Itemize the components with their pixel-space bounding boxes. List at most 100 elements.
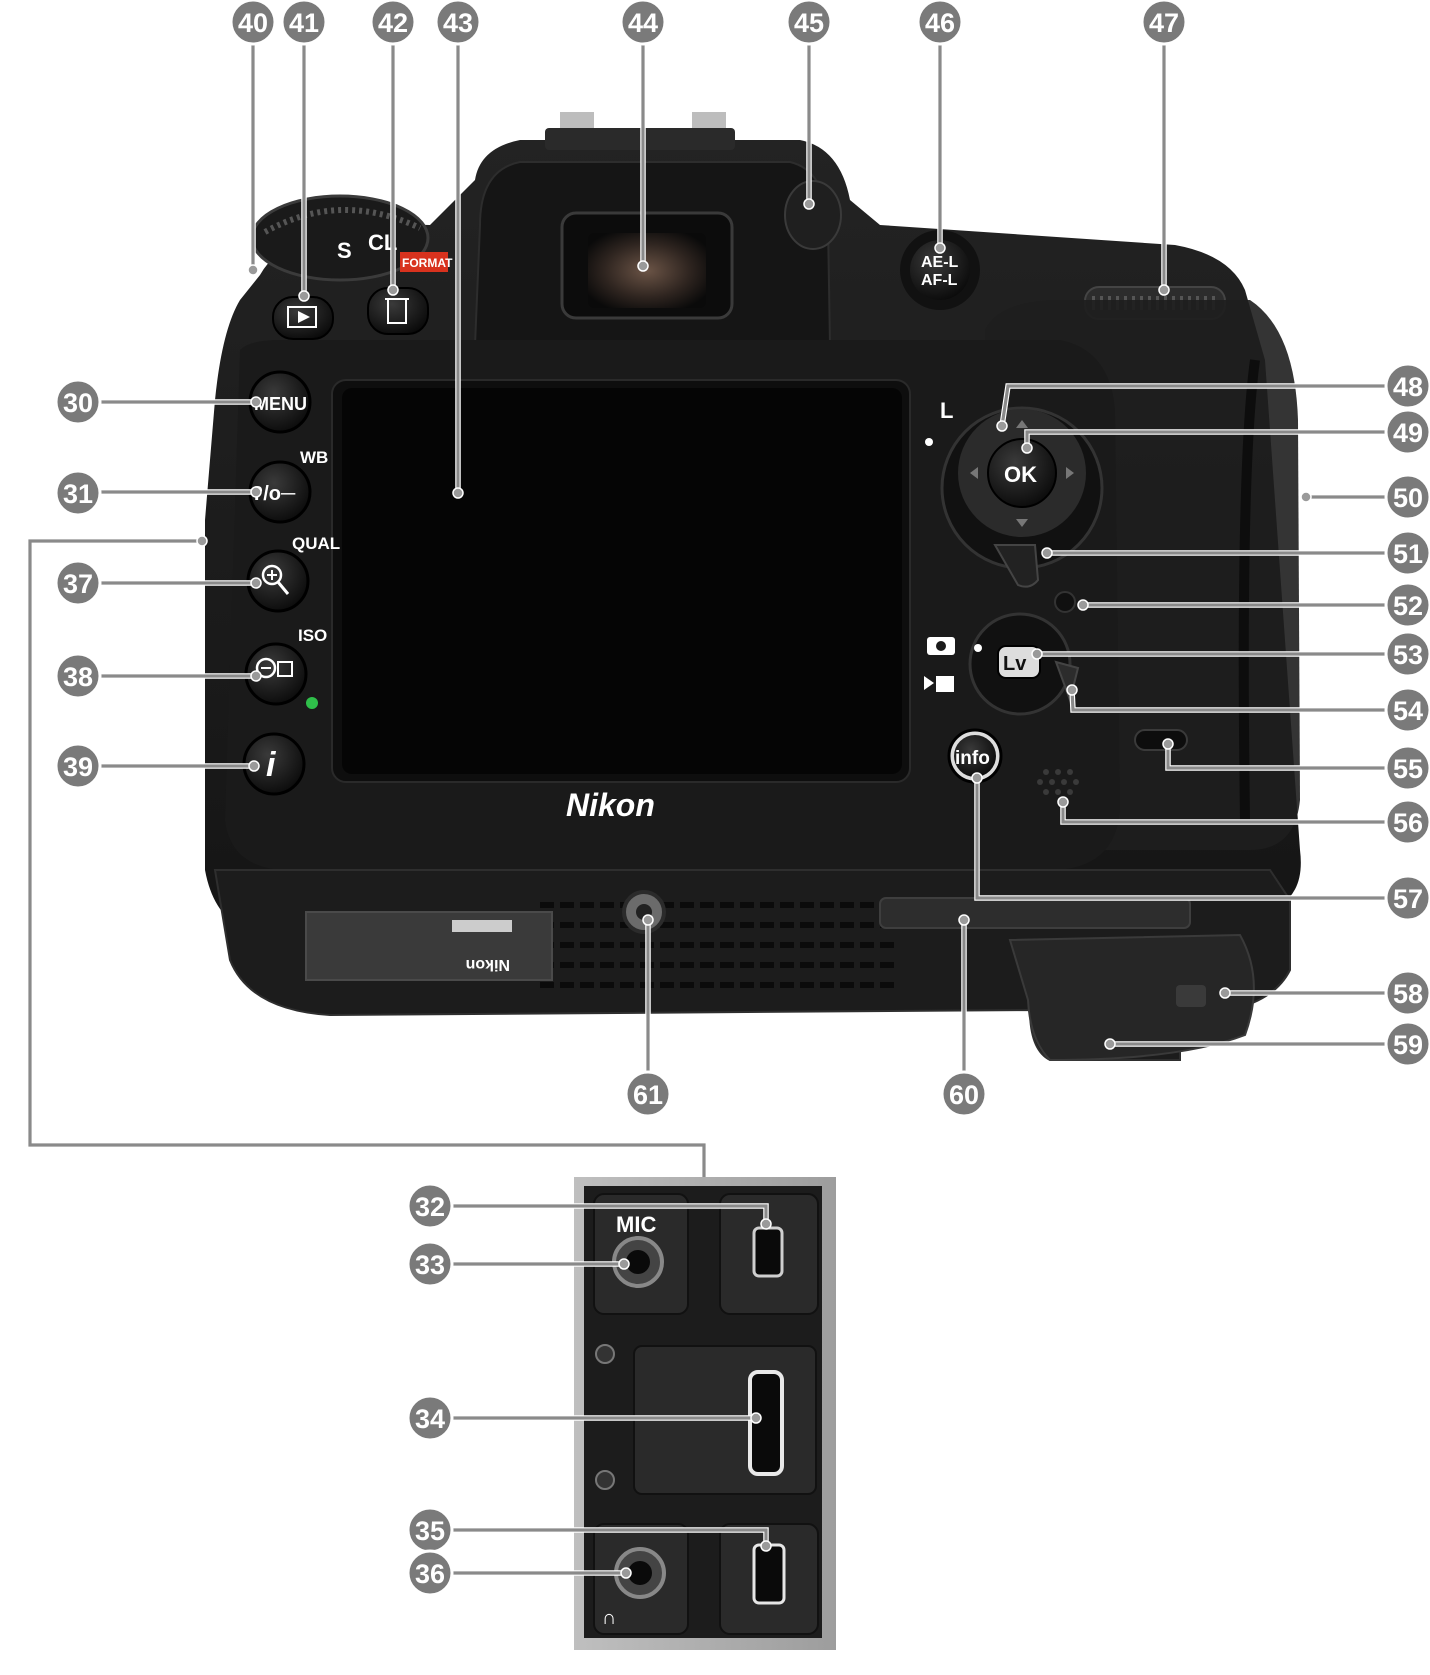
callout-43: 43	[434, 0, 482, 46]
lv-button-label: Lv	[1003, 653, 1027, 675]
help-protect-button: ?/o─ WB	[248, 448, 328, 524]
callout-37-label: 37	[63, 569, 93, 599]
callout-31: 31	[54, 469, 102, 517]
usb-connector	[752, 1543, 786, 1605]
callout-50-label: 50	[1393, 483, 1423, 513]
callout-30: 30	[54, 378, 102, 426]
callout-32-label: 32	[415, 1192, 445, 1222]
info-button: info	[947, 728, 1003, 784]
callout-33-label: 33	[415, 1250, 445, 1280]
callout-44-label: 44	[628, 8, 658, 38]
callout-60: 60	[940, 1070, 988, 1118]
battery-chamber-cover	[1008, 933, 1255, 1062]
callout-42-label: 42	[378, 8, 408, 38]
access-lamp	[306, 697, 318, 709]
hot-shoe-pin-left	[560, 112, 594, 128]
callout-49: 49	[1384, 408, 1430, 456]
callout-34: 34	[406, 1394, 454, 1442]
callout-30-label: 30	[63, 388, 93, 418]
callout-44: 44	[619, 0, 667, 46]
playback-button	[272, 296, 334, 340]
callout-41: 41	[280, 0, 328, 46]
memory-card-access-lamp	[1054, 591, 1076, 613]
multi-selector: OK L	[925, 398, 1104, 613]
callout-35: 35	[406, 1506, 454, 1554]
callout-51-label: 51	[1393, 539, 1423, 569]
callout-61-label: 61	[633, 1080, 663, 1110]
accessory-terminal	[752, 1226, 784, 1278]
ae-af-lock-button-face	[910, 240, 970, 300]
callout-48-label: 48	[1393, 372, 1423, 402]
callout-56-label: 56	[1393, 808, 1423, 838]
callout-45-label: 45	[794, 8, 824, 38]
callout-49-label: 49	[1393, 418, 1423, 448]
callout-59: 59	[1384, 1020, 1430, 1068]
speaker	[1037, 769, 1079, 795]
callout-48: 48	[1384, 362, 1430, 410]
callout-58-label: 58	[1393, 979, 1423, 1009]
callout-53: 53	[1384, 630, 1430, 678]
callouts: 30 31 37 38 39 40 41 42 43 44 45 46 47 4…	[54, 0, 1430, 1597]
headphone-icon: ∩	[602, 1607, 616, 1629]
battery-info-label	[305, 911, 553, 981]
callout-36-label: 36	[415, 1559, 445, 1589]
callout-55: 55	[1384, 744, 1430, 792]
callout-38: 38	[54, 652, 102, 700]
zoom-in-button: QUAL	[246, 534, 340, 613]
focus-lock-l-label: L	[940, 398, 953, 423]
bottom-nikon-text: Nikon	[466, 956, 510, 973]
callout-46-label: 46	[925, 8, 955, 38]
callout-54-label: 54	[1393, 696, 1423, 726]
focus-selector-lock	[993, 544, 1040, 588]
infrared-receiver	[1134, 729, 1188, 751]
battery-cover-latch	[1176, 985, 1206, 1007]
leader-dots	[196, 198, 1312, 1579]
camera-body: S CL FORMAT AE-L AF-L Nikon MENU	[205, 112, 1301, 1062]
callout-45: 45	[785, 0, 833, 46]
hdmi-connector	[748, 1370, 784, 1476]
callout-52-label: 52	[1393, 591, 1423, 621]
hot-shoe	[545, 128, 735, 150]
info-button-label: info	[955, 748, 990, 769]
movie-mode-icon	[936, 676, 954, 692]
i-button-label: i	[266, 746, 277, 784]
callout-52: 52	[1384, 581, 1430, 629]
callout-53-label: 53	[1393, 640, 1423, 670]
ok-button-label: OK	[1004, 462, 1037, 487]
callout-46: 46	[916, 0, 964, 46]
bottom-vent-grid	[540, 902, 900, 988]
callout-35-label: 35	[415, 1516, 445, 1546]
leader-lines	[27, 22, 1408, 1576]
callout-42: 42	[369, 0, 417, 46]
qual-label: QUAL	[292, 534, 340, 553]
callout-36: 36	[406, 1549, 454, 1597]
connector-inset: MIC ∩	[574, 1177, 836, 1650]
lcd-monitor	[342, 388, 902, 774]
zoom-out-thumbnail-button: ISO	[244, 626, 327, 709]
menu-button: MENU	[248, 370, 312, 434]
grip-edge	[1238, 359, 1260, 821]
format-label-bg	[400, 252, 448, 272]
viewfinder-eyepiece	[588, 233, 706, 308]
callout-57-label: 57	[1393, 884, 1423, 914]
ael-label: AE-L	[921, 254, 959, 271]
diopter-control	[784, 180, 842, 250]
battery-label-strip	[452, 920, 512, 932]
callout-57: 57	[1384, 874, 1430, 922]
callout-61: 61	[624, 1070, 672, 1118]
nikon-logo: Nikon	[566, 787, 655, 823]
callout-50: 50	[1384, 473, 1430, 521]
callout-51: 51	[1384, 529, 1430, 577]
callout-55-label: 55	[1393, 754, 1423, 784]
inset-screw-bottom	[595, 1470, 615, 1490]
callout-32: 32	[406, 1182, 454, 1230]
callout-34-label: 34	[415, 1404, 445, 1434]
callout-33: 33	[406, 1240, 454, 1288]
afl-label: AF-L	[921, 272, 958, 289]
callout-59-label: 59	[1393, 1030, 1423, 1060]
delete-button	[367, 287, 429, 335]
callout-43-label: 43	[443, 8, 473, 38]
callout-39-label: 39	[63, 752, 93, 782]
callout-60-label: 60	[949, 1080, 979, 1110]
callout-47-label: 47	[1149, 8, 1179, 38]
